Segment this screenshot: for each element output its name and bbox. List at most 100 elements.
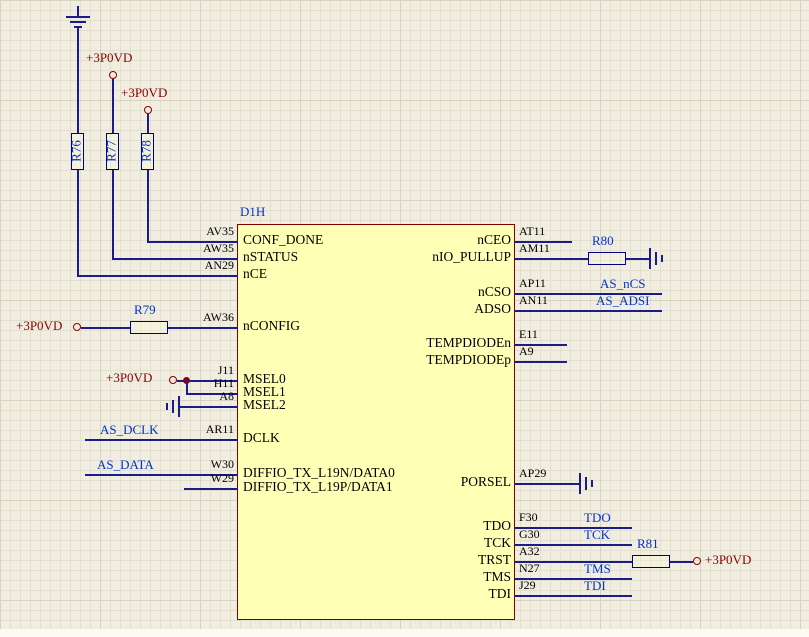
pin-designator: F30: [519, 510, 538, 524]
ground-bar: [585, 477, 587, 490]
wire-pin-CONF_DONE[interactable]: [147, 241, 238, 243]
resistor-R77[interactable]: [106, 133, 119, 170]
resistor-label[interactable]: R78: [138, 140, 154, 162]
resistor-label[interactable]: R77: [103, 140, 119, 162]
resistor-label[interactable]: R79: [134, 302, 156, 317]
power-port-label[interactable]: +3P0VD: [16, 318, 63, 333]
component-body[interactable]: [237, 224, 515, 620]
wire[interactable]: [147, 170, 149, 243]
resistor-label[interactable]: R76: [68, 140, 84, 162]
power-port-circle[interactable]: [169, 376, 177, 384]
pin-name: MSEL1: [243, 384, 286, 399]
wire-pin-TDO[interactable]: [515, 527, 632, 529]
ground-bar: [655, 252, 657, 265]
power-port-label[interactable]: +3P0VD: [121, 85, 168, 100]
wire-pin-nCONFIG[interactable]: [168, 327, 238, 329]
resistor-label[interactable]: R80: [592, 233, 614, 248]
power-port-circle[interactable]: [693, 557, 701, 565]
wire-pin-TRST[interactable]: [515, 561, 632, 563]
ground-bar: [66, 16, 90, 18]
resistor-R76[interactable]: [71, 133, 84, 170]
wire-pin-TDI[interactable]: [515, 595, 632, 597]
wire-pin-nCSO[interactable]: [515, 293, 662, 295]
net-label[interactable]: AS_ADSI: [596, 293, 650, 308]
pin-name: TEMPDIODEp: [426, 352, 511, 367]
power-port-label[interactable]: +3P0VD: [106, 370, 153, 385]
pin-designator: J29: [519, 578, 536, 592]
power-port-circle[interactable]: [144, 106, 152, 114]
pin-designator: A32: [519, 544, 540, 558]
wire[interactable]: [112, 170, 114, 260]
wire-pin-DATA1[interactable]: [184, 488, 238, 490]
wire-pin-TEMPDIODEp[interactable]: [515, 361, 567, 363]
wire[interactable]: [81, 327, 130, 329]
wire-pin-DATA0[interactable]: [85, 474, 238, 476]
net-label[interactable]: TDO: [584, 510, 611, 525]
pin-name: TDO: [483, 518, 511, 533]
wire[interactable]: [77, 170, 79, 277]
net-label[interactable]: TMS: [584, 561, 611, 576]
wire-pin-TCK[interactable]: [515, 544, 632, 546]
resistor-label[interactable]: R81: [637, 536, 659, 551]
pin-name: TMS: [483, 569, 511, 584]
wire[interactable]: [112, 79, 114, 133]
power-port-label[interactable]: +3P0VD: [86, 50, 133, 65]
pin-designator: AN11: [519, 293, 548, 307]
ground-stem: [77, 6, 79, 16]
wire-pin-nIO_PULLUP[interactable]: [515, 258, 588, 260]
resistor-R78[interactable]: [141, 133, 154, 170]
pin-designator: G30: [519, 527, 540, 541]
wire-pin-DCLK[interactable]: [85, 439, 238, 441]
pin-name: PORSEL: [460, 474, 511, 489]
wire[interactable]: [147, 114, 149, 133]
pin-designator: J11: [217, 363, 234, 377]
wire[interactable]: [186, 380, 188, 394]
net-label[interactable]: AS_nCS: [600, 276, 646, 291]
pin-name: nIO_PULLUP: [432, 249, 511, 264]
power-port-circle[interactable]: [73, 323, 81, 331]
ground-icon[interactable]: [648, 247, 668, 271]
net-label[interactable]: TCK: [584, 527, 610, 542]
pin-name: CONF_DONE: [243, 232, 324, 247]
pin-name: TEMPDIODEn: [426, 335, 511, 350]
pin-name: nSTATUS: [243, 249, 299, 264]
wire-pin-nSTATUS[interactable]: [112, 258, 238, 260]
resistor-R80[interactable]: [588, 252, 626, 265]
wire-pin-TMS[interactable]: [515, 578, 632, 580]
ground-bar: [166, 403, 168, 410]
pin-designator: AW36: [202, 310, 234, 324]
ground-bar: [661, 255, 663, 262]
pin-designator: AN29: [204, 258, 234, 272]
component-designator[interactable]: D1H: [240, 204, 266, 219]
wire-pin-PORSEL[interactable]: [515, 483, 579, 485]
wire[interactable]: [626, 258, 650, 260]
pin-name: MSEL2: [243, 397, 286, 412]
ground-bar: [579, 473, 581, 494]
wire-pin-nCE[interactable]: [77, 275, 238, 277]
pin-designator: AM11: [519, 241, 550, 255]
wire-pin-MSEL2[interactable]: [179, 406, 238, 408]
wire-pin-TEMPDIODEn[interactable]: [515, 344, 567, 346]
net-label[interactable]: AS_DATA: [97, 457, 154, 472]
wire[interactable]: [77, 27, 79, 133]
resistor-R79[interactable]: [130, 321, 168, 334]
net-label[interactable]: AS_DCLK: [100, 422, 159, 437]
wire-pin-MSEL0[interactable]: [177, 380, 238, 382]
pin-name: DIFFIO_TX_L19P/DATA1: [243, 479, 393, 494]
power-port-circle[interactable]: [109, 71, 117, 79]
wire-pin-MSEL1[interactable]: [186, 393, 238, 395]
pin-name: TCK: [484, 535, 511, 550]
wire[interactable]: [670, 561, 693, 563]
ground-icon[interactable]: [578, 472, 598, 496]
pin-name: ADSO: [474, 301, 511, 316]
power-port-label[interactable]: +3P0VD: [705, 552, 752, 567]
pin-designator: H11: [213, 376, 234, 390]
wire-pin-nCEO[interactable]: [515, 241, 572, 243]
pin-designator: AR11: [205, 422, 234, 436]
resistor-R81[interactable]: [632, 555, 670, 568]
pin-name: nCEO: [477, 232, 511, 247]
wire-pin-ADSO[interactable]: [515, 310, 662, 312]
pin-designator: AW35: [202, 241, 234, 255]
net-label[interactable]: TDI: [584, 578, 606, 593]
pin-name: DCLK: [243, 430, 280, 445]
